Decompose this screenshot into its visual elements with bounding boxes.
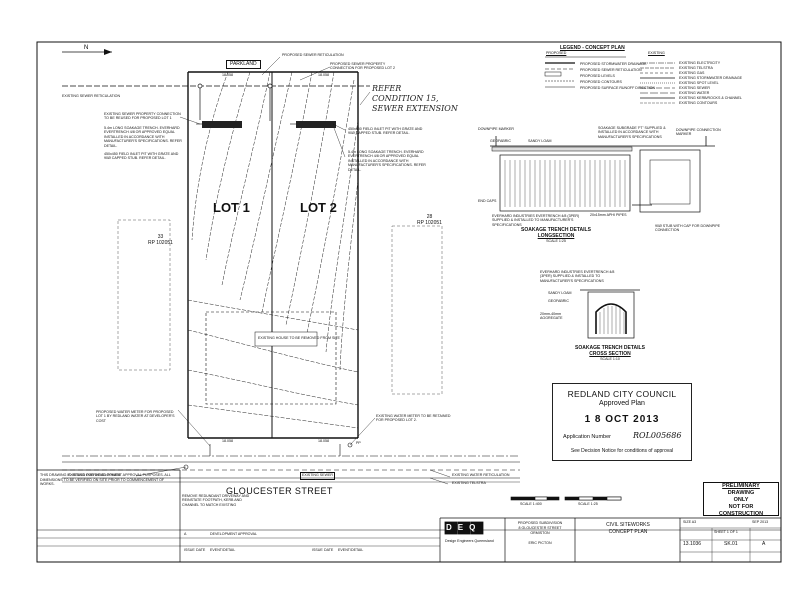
callout-existing-water-reticulation: EXISTING WATER RETICULATION [452,473,510,477]
dim-front-left: 18.058 [222,439,233,443]
sewer-lines [62,83,370,121]
stamp-app-label: Application Number [563,434,611,440]
rev-header-event-2: EVENT/DETAIL [338,548,364,552]
stamp-approved: Approved Plan [599,400,645,407]
title-block [37,469,781,562]
long-label-sandy-loam: SANDY LOAM [528,139,552,143]
dim-rear-left: 18.058 [222,73,233,77]
long-label-pipes: 20x15mm APHI PIPES [590,213,627,217]
callout-soakage-right: 5.4m LONG SOAKAGE TRENCH. EVERHARD EVERT… [348,150,426,172]
rev-header-issue-2: ISSUE [312,548,323,552]
callout-sewer-reticulation: PROPOSED SEWER RETICULATION [282,53,344,57]
existing-house-note: EXISTING HOUSE TO BE REMOVED FROM SITE [258,336,340,340]
existing-house-outline [205,311,337,405]
rev-letter: A [184,532,187,536]
drawing-title-block: CIVIL SITEWORKS CONCEPT PLAN [606,522,650,535]
stamp-note: See Decision Notice for conditions of ap… [570,448,674,454]
callout-existing-telstra: EXISTING TELSTRA [452,481,486,485]
callout-sewer-connection: PROPOSED SEWER PROPERTY CONNECTION FOR P… [330,62,396,71]
callout-existing-overhead-power: EXISTING OVERHEAD POWER [68,473,121,477]
tb-drawing-no: SK.01 [724,541,738,547]
contours [187,71,359,429]
callout-existing-sewer-connection: EXISTING SEWER PROPERTY CONNECTION TO BE… [104,112,181,121]
long-label-subgrade: SOAKAGE SUBGRADE 'FT' SUPPLIED & INSTALL… [598,126,666,139]
dim-rear-right: 18.058 [318,73,329,77]
legend-title: LEGEND - CONCEPT PLAN [560,45,625,51]
legend-existing-header: EXISTING [648,51,665,55]
long-label-downpipe: DOWNPIPE MARKER [478,127,514,131]
tb-date: SEP 2013 [752,520,769,524]
legend-existing-list: EXISTING ELECTRICITY EXISTING TELSTRA EX… [679,61,743,105]
cross-label-sandy-loam: SANDY LOAM [548,291,572,295]
svg-text:N: N [84,45,88,51]
scale-bars [510,496,622,501]
callout-water-meter-lot1: PROPOSED WATER METER FOR PROPOSED LOT 1 … [96,410,175,423]
deq-logo [444,521,484,535]
notes-box: THIS DRAWING IS ISSUED FOR DEVELOPMENT A… [40,473,171,487]
rev-header-event: EVENT/DETAIL [210,548,236,552]
callout-field-inlet-right: 450x450 FIELD INLET PIT WITH GRATE AND 9… [348,127,423,136]
stamp-app-value: ROL005686 [633,431,682,440]
rev-header-date: DATE [196,548,206,552]
long-label-connection-marker: DOWNPIPE CONNECTION MARKER [676,128,721,137]
callout-water-meter-lot2: EXISTING WATER METER TO BE RETAINED FOR … [376,414,451,423]
lot-1-label: LOT 1 [213,200,250,215]
soakage-longsection-detail [490,136,715,213]
callout-existing-sewer-reticulation: EXISTING SEWER RETICULATION [62,94,121,98]
cross-label-aggregate: 20mm-40mm AGGREGATE [540,312,563,321]
cross-label-evertrench: EVERHARD INDUSTRIES EVERTRENCH 4/8 (3PER… [540,270,615,283]
soakage-cross-title: SOAKAGE TRENCH DETAILS CROSS SECTION SCA… [575,345,645,361]
stamp-council: REDLAND CITY COUNCIL [567,389,677,399]
scale-bar-1-label: SCALE 1:400 [520,502,542,506]
dim-front-right: 18.058 [318,439,329,443]
rev-header-issue: ISSUE [184,548,195,552]
soakage-trench-lot1 [202,121,242,128]
handwritten-note: REFER CONDITION 15, SEWER EXTENSION [372,84,458,113]
long-label-stub: 90Ø STUB WITH CAP FOR DOWNPIPE CONNECTIO… [655,224,721,233]
long-label-evertrench: EVERHARD INDUSTRIES EVERTRENCH 4/8 (3PER… [492,214,580,227]
client-name: ERIC PICTON [528,541,552,545]
long-label-geofabric: GEOFABRIC [490,139,511,143]
callout-soakage-left: 5.4m LONG SOAKAGE TRENCH. EVERHARD EVERT… [104,126,182,148]
project-block: PROPOSED SUBDIVISION 8 GLOUCESTER STREET… [517,521,563,535]
company-sub: Design Engineers Queensland [445,539,494,543]
callout-pp: PP [356,441,361,445]
soakage-trench-lot2 [296,121,336,128]
tb-size: SIZE A3 [683,520,697,524]
rev-header-date-2: DATE [324,548,334,552]
north-arrow-icon: N [62,45,112,55]
preliminary-box: PRELIMINARY DRAWING ONLY NOT FOR CONSTRU… [703,482,779,517]
callout-existing-sewer: EXISTING SEWER [300,472,335,480]
legend-proposed-list: PROPOSED STORMWATER DRAINAGE PROPOSED SE… [580,62,656,90]
tb-sheet: SHEET 1 OF 1 [714,530,738,534]
street-name: GLOUCESTER STREET [226,486,333,496]
cross-label-geofabric: GEOFABRIC [548,299,569,303]
company-logo-text: DEQ [446,523,482,532]
long-label-end-caps: END CAPS [478,199,497,203]
callout-remove-driveway: REMOVE REDUNDANT DRIVEWAY AND REINSTATE … [182,494,250,507]
lot-2-label: LOT 2 [300,200,337,215]
scale-bar-2-label: SCALE 1:25 [578,502,598,506]
lot-boundaries [187,71,359,439]
legend-proposed-header: PROPOSED [546,51,567,55]
stamp-date: 1 8 OCT 2013 [584,414,660,425]
tb-job-no: 13.1036 [683,541,702,547]
soakage-long-title: SOAKAGE TRENCH DETAILS LONGSECTION SCALE… [521,227,591,243]
callout-field-inlet-left: 450x450 FIELD INLET PIT WITH GRATE AND 9… [104,152,179,161]
soakage-crosssection-detail [580,289,640,339]
tb-revision: A [762,541,766,547]
council-approval-stamp: REDLAND CITY COUNCIL Approved Plan 1 8 O… [552,383,692,461]
rev-detail: DEVELOPMENT APPROVAL [210,532,258,536]
parkland-label: PARKLAND [226,60,261,69]
